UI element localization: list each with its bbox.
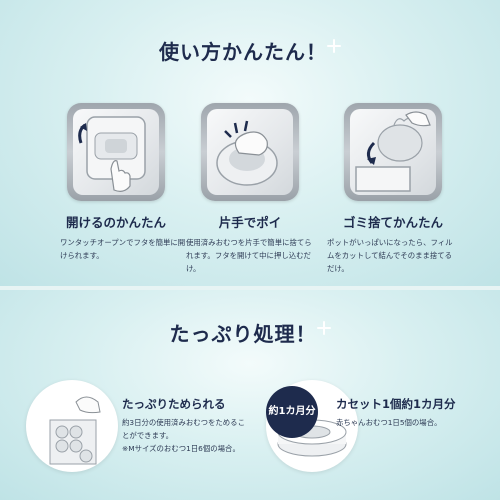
step-disposal-title: ゴミ捨てかんたん xyxy=(342,215,443,230)
one-hand-illustration xyxy=(216,120,278,186)
step-onehand-description: 使用済みおむつを片手で簡単に捨てられます。フタを開けて中に押し込むだけ。 xyxy=(186,238,312,273)
step-open-description: ワンタッチオープンでフタを簡単に開けられます。 xyxy=(60,238,186,260)
feature-capacity-description: 約3日分の使用済みおむつをためることができます。 xyxy=(122,418,245,440)
disposal-illustration xyxy=(355,111,431,192)
one-month-badge: 約1カ月分 xyxy=(266,386,318,438)
sparkle-icon xyxy=(327,39,341,53)
stacked-diapers-illustration xyxy=(49,396,101,465)
feature-capacity-title: たっぷりためられる xyxy=(122,397,226,411)
step-onehand-image xyxy=(201,103,299,201)
step-open-image xyxy=(67,103,165,201)
sparkle-icon xyxy=(316,321,331,335)
step-onehand-title: 片手でポイ xyxy=(218,215,282,230)
step-disposal-image xyxy=(344,103,442,201)
step-open-title: 開けるのかんたん xyxy=(65,215,166,230)
feature-capacity-image xyxy=(26,380,118,472)
open-lid-illustration xyxy=(78,116,146,192)
feature-cassette-title: カセット1個約1カ月分 xyxy=(336,397,456,411)
feature-capacity-note: ※Mサイズのおむつ1日6個の場合。 xyxy=(122,444,240,453)
step-disposal-description: ポットがいっぱいになったら、フィルムをカットして結んでそのまま捨てるだけ。 xyxy=(327,238,453,273)
usage-heading: 使い方かんたん！ xyxy=(0,36,500,65)
capacity-heading: たっぷり処理！ xyxy=(0,318,500,347)
section-divider xyxy=(0,286,500,290)
feature-cassette-description: 赤ちゃんおむつ1日5個の場合。 xyxy=(336,418,442,427)
